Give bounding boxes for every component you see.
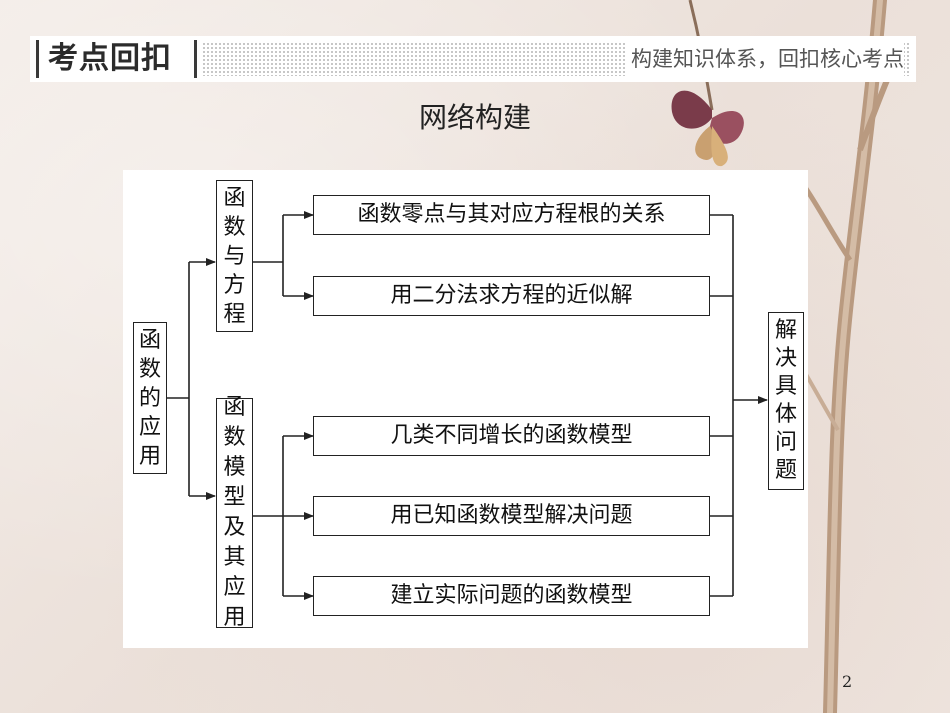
- header-bar: 考点回扣 构建知识体系，回扣核心考点: [30, 36, 916, 82]
- connector-lines: [167, 211, 768, 600]
- concept-diagram: 函数的应用 函数与方程 函数模型及其应用 函数零点与其对应方程根的关系 用二分法…: [123, 170, 808, 648]
- result-node-label: 解决具体问题: [775, 318, 798, 483]
- header-divider-right: [194, 40, 197, 78]
- item-node-2-3: 建立实际问题的函数模型: [313, 576, 710, 616]
- header-title: 考点回扣: [48, 41, 172, 76]
- section-title: 网络构建: [418, 101, 531, 134]
- page-number: 2: [842, 672, 853, 691]
- branch-node-2: 函数模型及其应用: [216, 395, 253, 630]
- result-node: 解决具体问题: [768, 312, 804, 490]
- branch-node-2-label: 函数模型及其应用: [223, 395, 246, 630]
- branch-node-1-label: 函数与方程: [223, 185, 246, 327]
- header-subtitle: 构建知识体系，回扣核心考点: [625, 40, 904, 78]
- item-node-2-1: 几类不同增长的函数模型: [313, 416, 710, 456]
- item-node-1-1: 函数零点与其对应方程根的关系: [313, 195, 710, 235]
- root-node-label: 函数的应用: [139, 327, 162, 469]
- root-node: 函数的应用: [133, 322, 167, 474]
- branch-node-1: 函数与方程: [216, 180, 253, 332]
- item-node-2-2: 用已知函数模型解决问题: [313, 496, 710, 536]
- header-divider-left: [36, 40, 39, 78]
- item-node-1-2: 用二分法求方程的近似解: [313, 276, 710, 316]
